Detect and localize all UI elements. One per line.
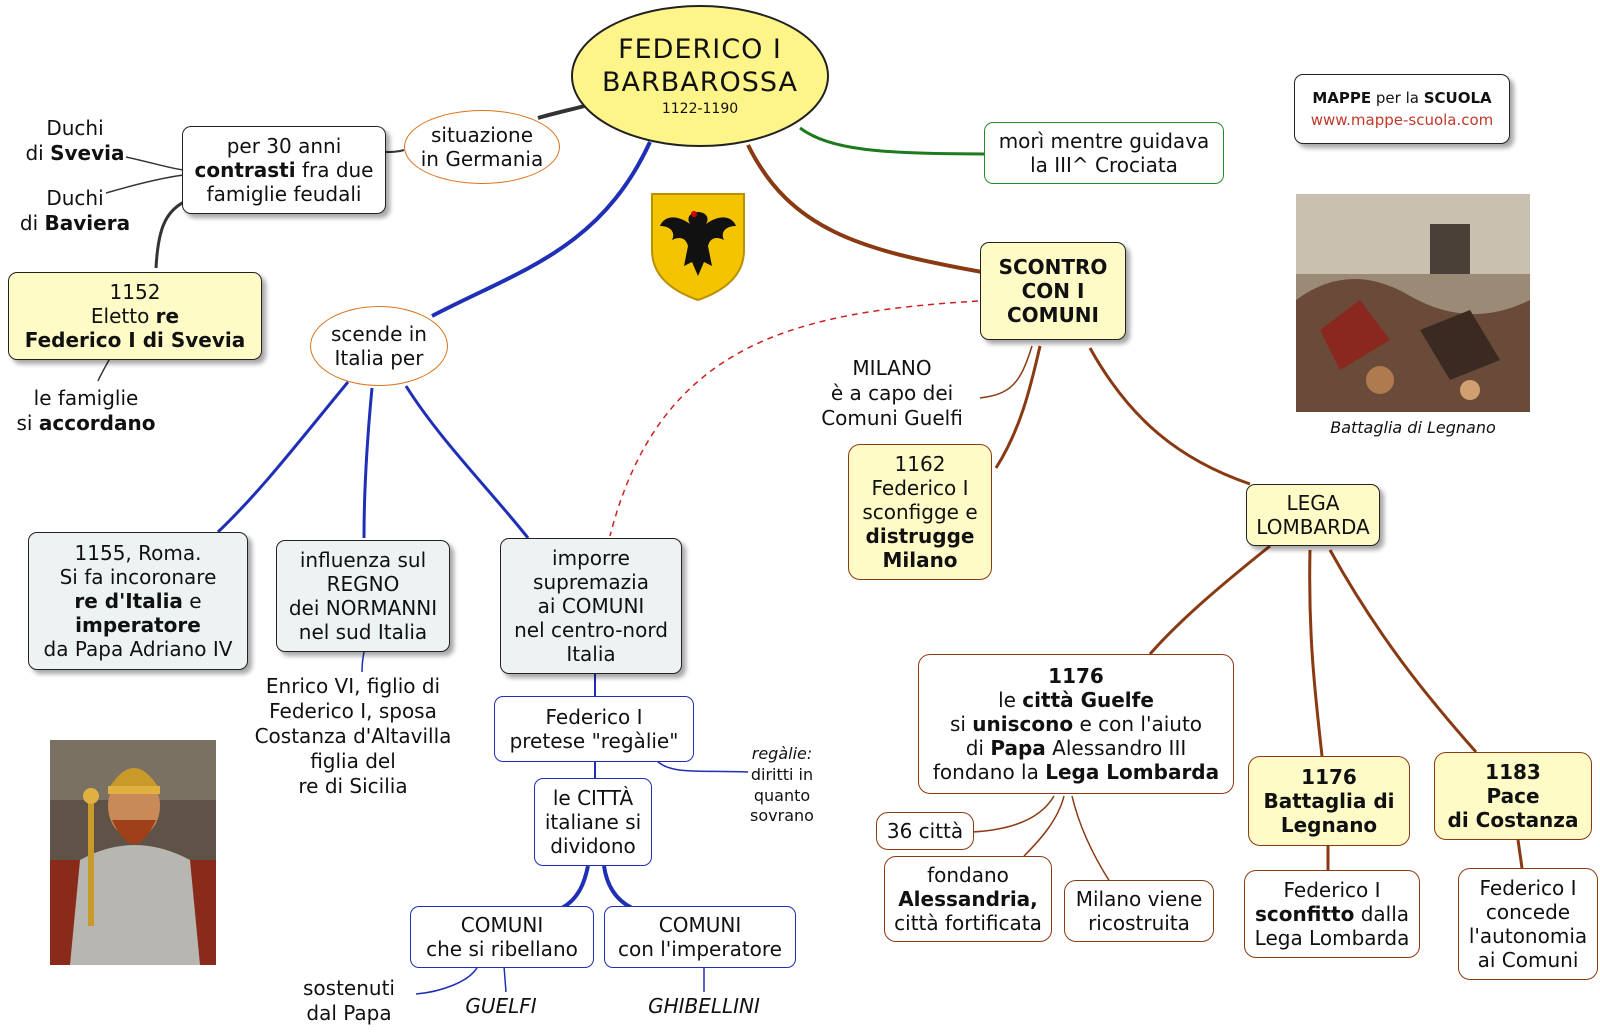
ghibellini-label: GHIBELLINI [648,994,760,1018]
situazione-oval: situazione in Germania [404,110,560,184]
duchi-baviera-label: Duchi di Baviera [19,186,131,235]
link-scende-roma [216,381,350,534]
title-line-1: FEDERICO I [618,34,782,66]
autonomia-node: Federico I concede l'autonomia ai Comuni [1458,868,1598,980]
brand-mappe: MAPPE [1312,89,1372,107]
title-node: FEDERICO I BARBAROSSA 1122-1190 [572,22,828,130]
link-dividono-imperatore [602,865,633,910]
title-line-2: BARBAROSSA [601,66,798,98]
link-fondano-alessandria [1023,795,1065,857]
link-accordano [97,357,111,382]
citta36-node: 36 città [876,812,974,850]
scende-oval: scende in Italia per [310,306,448,386]
enrico-label: Enrico VI, figlio di Federico I, sposa C… [254,674,452,798]
link-scende-normanni [362,387,374,539]
brand-per-la: per la [1375,89,1419,107]
sconfitto-node: Federico I sconfitto dalla Lega Lombarda [1244,870,1420,958]
link-fondano-36 [971,795,1055,833]
link-ribellano-sostenuti [415,965,479,995]
mori-node: morì mentre guidava la III^ Crociata [984,122,1224,184]
link-scende-supremazia [404,385,530,539]
link-ribellano-guelfi [503,965,507,993]
battle-of-legnano-image [1296,194,1530,412]
link-scontro-lega [1088,347,1251,486]
link-dividono-ribellano [560,865,590,910]
link-scontro-milano [979,345,1033,399]
title-oval [571,5,829,147]
link-scontro-distrugge [994,345,1042,469]
link-svevia [125,156,185,171]
link-scontro-supremazia [609,300,979,537]
link-situazione-contrasti [383,149,405,153]
regalie-node: Federico I pretese "regàlie" [494,696,694,762]
imperatore-node: COMUNI con l'imperatore [604,906,796,968]
sostenuti-label: sostenuti dal Papa [303,976,395,1025]
barbarossa-portrait [50,740,216,965]
link-lega-costanza [1328,549,1478,753]
title-dates: 1122-1190 [661,100,739,117]
link-lega-fondano [1148,544,1271,655]
scontro-node: SCONTRO CON I COMUNI [980,242,1126,340]
link-costanza-autonomia [1516,839,1524,869]
guelfi-label: GUELFI [465,994,537,1018]
link-normanni-enrico [361,651,365,673]
link-title-scende [431,141,652,318]
duchi-svevia-label: Duchi di Svevia [25,116,125,165]
link-regalie-note [655,759,749,773]
costanza-node: 1183 Pace di Costanza [1434,752,1592,840]
eletto-node: 1152 Eletto re Federico I di Svevia [8,272,262,360]
milano-label: MILANO è a capo dei Comuni Guelfi [821,356,963,430]
legnano-node: 1176 Battaglia di Legnano [1248,756,1410,846]
fondano-node: 1176 le città Guelfe si uniscono e con l… [918,654,1234,794]
link-title-mori [799,126,986,156]
ribellano-node: COMUNI che si ribellano [410,906,594,968]
link-fondano-ricostruita [1071,795,1111,883]
alessandria-node: fondano Alessandria, città fortificata [884,856,1052,942]
ricostruita-node: Milano viene ricostruita [1064,880,1214,942]
distrugge-node: 1162 Federico I sconfigge e distrugge Mi… [848,444,992,580]
link-lega-legnano [1308,549,1324,757]
brand-scuola: SCUOLA [1423,89,1492,107]
eagle-shield-icon [651,193,745,302]
normanni-node: influenza sul REGNO dei NORMANNI nel sud… [276,540,450,652]
lega-node: LEGA LOMBARDA [1246,484,1380,546]
contrasti-node: per 30 anni contrasti fra due famiglie f… [182,126,386,214]
link-baviera [105,174,185,194]
supremazia-node: imporre supremazia ai COMUNI nel centro-… [500,538,682,674]
brand-url[interactable]: www.mappe-scuola.com [1310,111,1494,129]
roma-node: 1155, Roma. Si fa incoronare re d'Italia… [28,532,248,670]
regalie-note: regàlie: diritti in quanto sovrano [750,744,814,826]
brand-box: MAPPE per la SCUOLA www.mappe-scuola.com [1294,74,1510,144]
battle-caption: Battaglia di Legnano [1330,418,1496,437]
link-title-scontro [746,144,983,274]
link-contrasti-eletto [154,200,185,269]
accordano-label: le famiglie si accordano [16,386,156,435]
dividono-node: le CITTÀ italiane si dividono [534,778,652,866]
